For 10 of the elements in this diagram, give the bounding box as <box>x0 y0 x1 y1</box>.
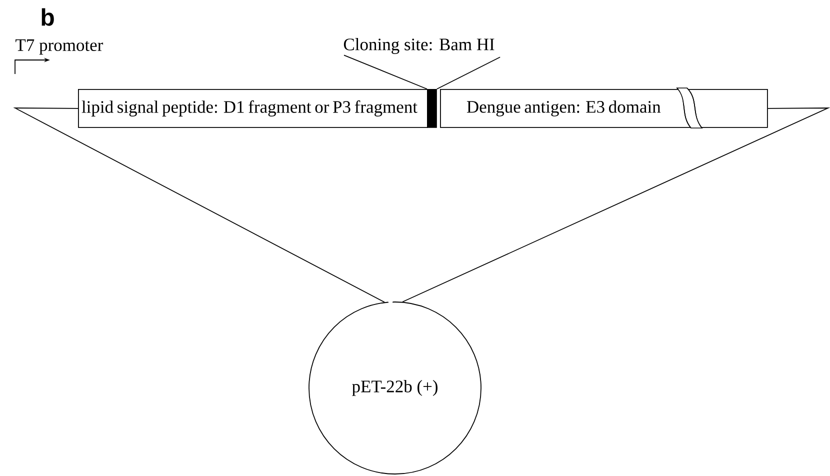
connector-line <box>402 108 830 302</box>
cloning-site-bar <box>427 89 437 128</box>
connector-line <box>344 54 428 90</box>
segment-box: Dengue antigen: E3 domain <box>440 89 768 128</box>
panel-letter: b <box>42 8 54 26</box>
segment-box: lipid signal peptide: D1 fragment or P3 fragment <box>78 89 428 128</box>
promoter-label: T7 promoter <box>16 39 104 55</box>
cloning-site-label: Cloning site: Bam HI <box>344 38 494 54</box>
connector-line <box>13 108 385 303</box>
connector-line <box>436 56 501 90</box>
